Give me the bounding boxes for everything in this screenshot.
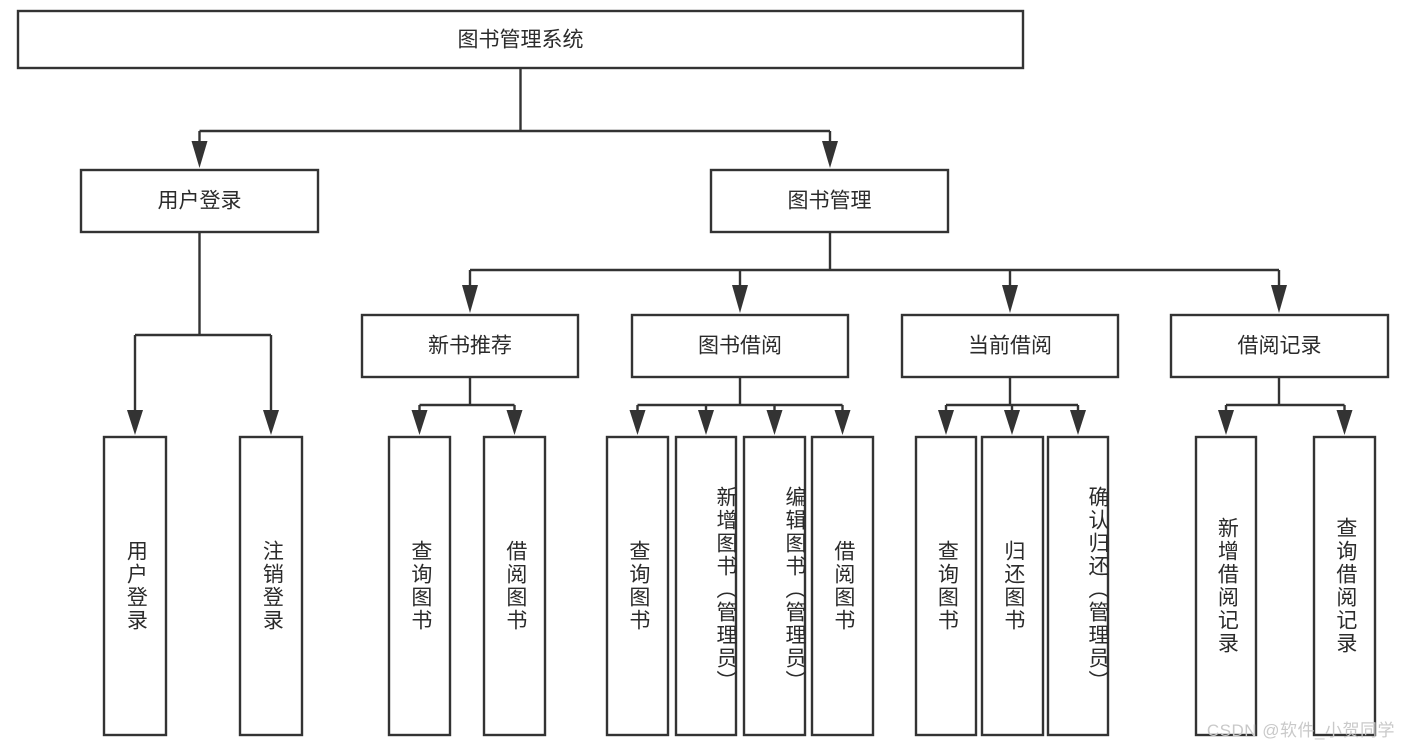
node-new-book-recommend-label: 新书推荐 <box>428 335 512 358</box>
node-new-book-recommend[interactable]: 新书推荐 <box>360 313 580 379</box>
node-borrow-records[interactable]: 借阅记录 <box>1169 313 1390 379</box>
node-book-borrow-rect[interactable] <box>630 313 850 379</box>
arrowhead-bb-leaf-3 <box>766 410 783 435</box>
node-root[interactable]: 图书管理系统 <box>16 9 1025 70</box>
leaf-rect-book-borrow-2[interactable] <box>674 435 738 737</box>
leaf-rect-user-login-1[interactable] <box>102 435 168 737</box>
node-book-management-label: 图书管理 <box>788 190 872 213</box>
arrowhead-br-leaf-1 <box>1218 410 1234 435</box>
arrowhead-cb-leaf-2 <box>1004 410 1020 435</box>
arrowhead-borrowrecords <box>1271 285 1287 313</box>
node-current-borrow-rect[interactable] <box>900 313 1120 379</box>
leaf-rect-book-borrow-3[interactable] <box>742 435 807 737</box>
leaf-rect-book-borrow-1[interactable] <box>605 435 670 737</box>
arrowhead-nb-leaf-2 <box>506 410 523 435</box>
leaf-rect-book-borrow-4[interactable] <box>810 435 875 737</box>
arrowhead-newbooks <box>462 285 478 313</box>
connector-group <box>127 68 1353 435</box>
arrowhead-bb-leaf-2 <box>698 410 714 435</box>
node-book-borrow-label: 图书借阅 <box>698 335 782 358</box>
leaf-rect-borrow-records-2[interactable] <box>1312 435 1377 737</box>
arrowhead-login <box>191 141 208 168</box>
leaf-rect-current-borrow-2[interactable] <box>980 435 1045 737</box>
arrowhead-bookborrow <box>732 285 748 313</box>
node-user-login-rect[interactable] <box>79 168 320 234</box>
node-book-management-rect[interactable] <box>709 168 950 234</box>
arrowhead-cb-leaf-3 <box>1070 410 1086 435</box>
leaf-rect-borrow-records-1[interactable] <box>1194 435 1258 737</box>
arrowhead-login-leaf-1 <box>127 410 143 435</box>
leaf-rect-current-borrow-1[interactable] <box>914 435 978 737</box>
node-book-management[interactable]: 图书管理 <box>709 168 950 234</box>
node-user-login[interactable]: 用户登录 <box>79 168 320 234</box>
arrowhead-login-leaf-2 <box>263 410 279 435</box>
leaf-rect-current-borrow-3[interactable] <box>1046 435 1110 737</box>
leaf-rect-user-login-2[interactable] <box>238 435 304 737</box>
node-current-borrow[interactable]: 当前借阅 <box>900 313 1120 379</box>
node-borrow-records-label: 借阅记录 <box>1238 335 1322 358</box>
arrowhead-br-leaf-2 <box>1336 410 1353 435</box>
arrowhead-cb-leaf-1 <box>938 410 954 435</box>
node-user-login-label: 用户登录 <box>158 190 242 213</box>
node-root-label: 图书管理系统 <box>458 29 584 52</box>
node-new-book-recommend-rect[interactable] <box>360 313 580 379</box>
csdn-watermark: CSDN @软件_小贺同学 <box>1206 721 1395 740</box>
leaf-rect-new-books-1[interactable] <box>387 435 452 737</box>
node-root-rect[interactable] <box>16 9 1025 70</box>
leaf-rect-new-books-2[interactable] <box>482 435 547 737</box>
node-borrow-records-rect[interactable] <box>1169 313 1390 379</box>
arrowhead-bb-leaf-1 <box>629 410 646 435</box>
arrowhead-currentborrow <box>1002 285 1018 313</box>
node-book-borrow[interactable]: 图书借阅 <box>630 313 850 379</box>
node-current-borrow-label: 当前借阅 <box>968 335 1052 358</box>
arrowhead-bookmgmt <box>822 141 838 168</box>
arrowhead-nb-leaf-1 <box>411 410 428 435</box>
arrowhead-bb-leaf-4 <box>834 410 851 435</box>
